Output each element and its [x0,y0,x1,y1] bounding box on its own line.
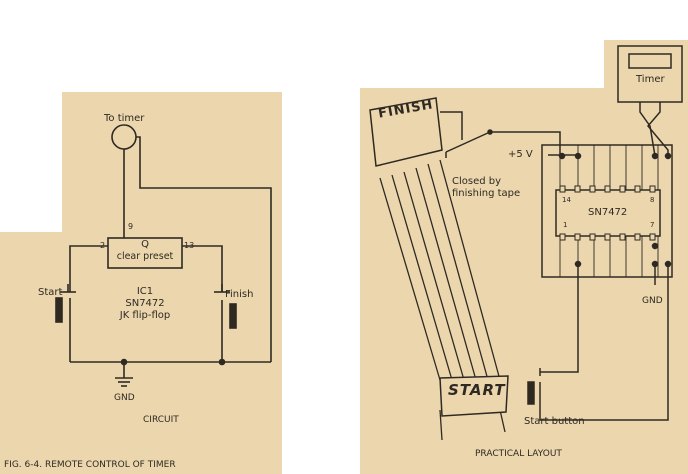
timer-box [617,45,683,103]
to-timer-label: To timer [104,113,145,124]
finish-switch [214,284,237,334]
finish-tape-holder [369,97,443,167]
ic-part-label: SN7472 [125,298,165,309]
ic-name-label: IC1 [136,286,154,297]
pin-14-label: 14 [562,196,571,204]
circuit-paper [0,232,282,474]
pin-2-label: 2 [100,241,106,250]
finish-label: Finish [225,289,254,300]
start-tape-label: START [448,381,506,399]
ground-symbol [115,362,133,387]
pin-1-label: 1 [563,221,568,229]
timer-label: Timer [636,74,665,85]
layout-caption: PRACTICAL LAYOUT [475,449,562,459]
plus-5v-label: +5 V [508,149,533,160]
ic-part-layout-label: SN7472 [588,207,628,218]
ic-pins [559,185,656,241]
pin-9-label: 9 [128,222,134,231]
layout-gnd-label: GND [642,296,663,306]
circuit-gnd-label: GND [114,393,135,403]
ic-desc-label: JK flip-flop [119,310,171,321]
flip-flop-inputs-label: clear preset [116,251,174,262]
pin-7-label: 7 [650,221,655,229]
circuit-caption: CIRCUIT [143,415,179,425]
flip-flop-box [107,237,183,269]
timer-display [628,53,672,69]
circuit-paper-upper [62,92,282,237]
tape-strips [379,159,506,441]
closed-by-line1: Closed by [452,176,502,187]
start-button-switch [527,368,541,410]
ic-board [541,144,673,278]
flip-flop-q-label: Q [141,239,149,250]
pin-8-label: 8 [650,196,655,204]
pin-13-label: 13 [184,241,195,250]
start-tape-holder [439,375,509,417]
start-label: Start [38,287,63,298]
closed-by-line2: finishing tape [452,188,521,199]
figure-caption: FIG. 6-4. REMOTE CONTROL OF TIMER [4,460,176,470]
start-switch [55,284,76,326]
start-button-label: Start button [524,416,585,427]
